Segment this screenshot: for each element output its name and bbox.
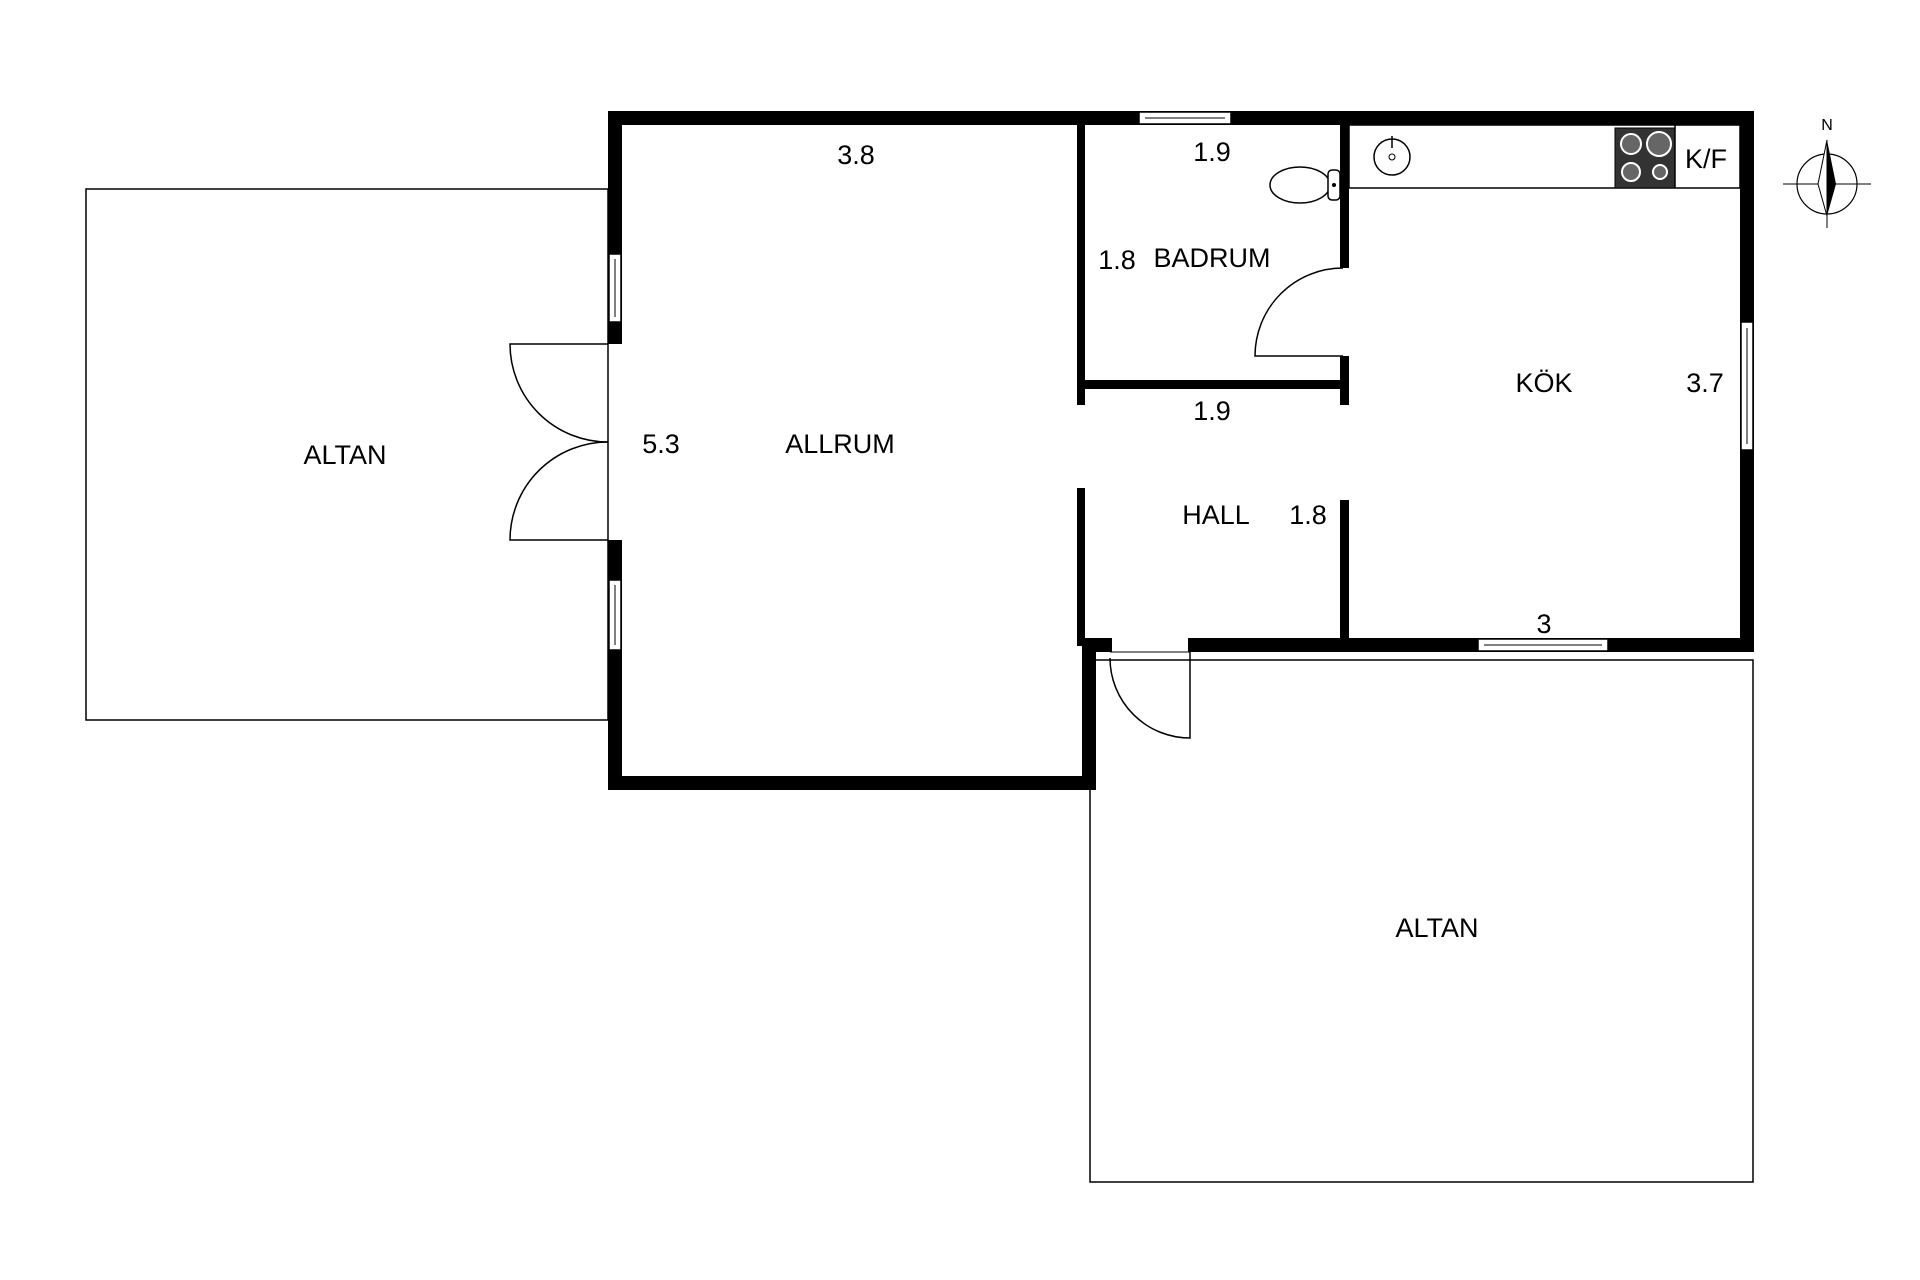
kitchen-counter: K/F bbox=[1348, 124, 1741, 189]
dim-hall-depth: 1.8 bbox=[1289, 500, 1327, 530]
appliance-label: K/F bbox=[1685, 144, 1727, 174]
altan-south-outline bbox=[1089, 659, 1754, 1183]
dim-badrum-width-top: 1.9 bbox=[1193, 137, 1231, 167]
dim-kok-width: 3 bbox=[1536, 609, 1551, 639]
sink-icon bbox=[1373, 136, 1411, 176]
door-terrace-upper bbox=[509, 343, 609, 443]
interior-walls bbox=[1077, 125, 1349, 646]
exterior-walls bbox=[608, 111, 1754, 790]
room-label-badrum: BADRUM bbox=[1153, 243, 1270, 273]
door-badrum bbox=[1254, 267, 1344, 357]
compass-north-label: N bbox=[1821, 117, 1833, 134]
dim-badrum-depth: 1.8 bbox=[1098, 245, 1136, 275]
dim-allrum-width: 3.8 bbox=[837, 140, 875, 170]
dim-allrum-depth: 5.3 bbox=[642, 429, 680, 459]
room-label-altan-west: ALTAN bbox=[303, 440, 386, 470]
room-label-kok: KÖK bbox=[1515, 368, 1572, 398]
doors bbox=[509, 267, 1344, 739]
door-entrance bbox=[1109, 652, 1191, 739]
windows bbox=[608, 111, 1754, 652]
room-label-altan-south: ALTAN bbox=[1395, 913, 1478, 943]
dim-kok-depth: 3.7 bbox=[1686, 368, 1724, 398]
compass-icon: N bbox=[1783, 117, 1871, 228]
toilet-icon bbox=[1269, 166, 1341, 204]
dim-badrum-width-bottom: 1.9 bbox=[1193, 396, 1231, 426]
room-label-hall: HALL bbox=[1182, 500, 1250, 530]
room-label-allrum: ALLRUM bbox=[785, 429, 895, 459]
door-terrace-lower bbox=[509, 441, 609, 541]
